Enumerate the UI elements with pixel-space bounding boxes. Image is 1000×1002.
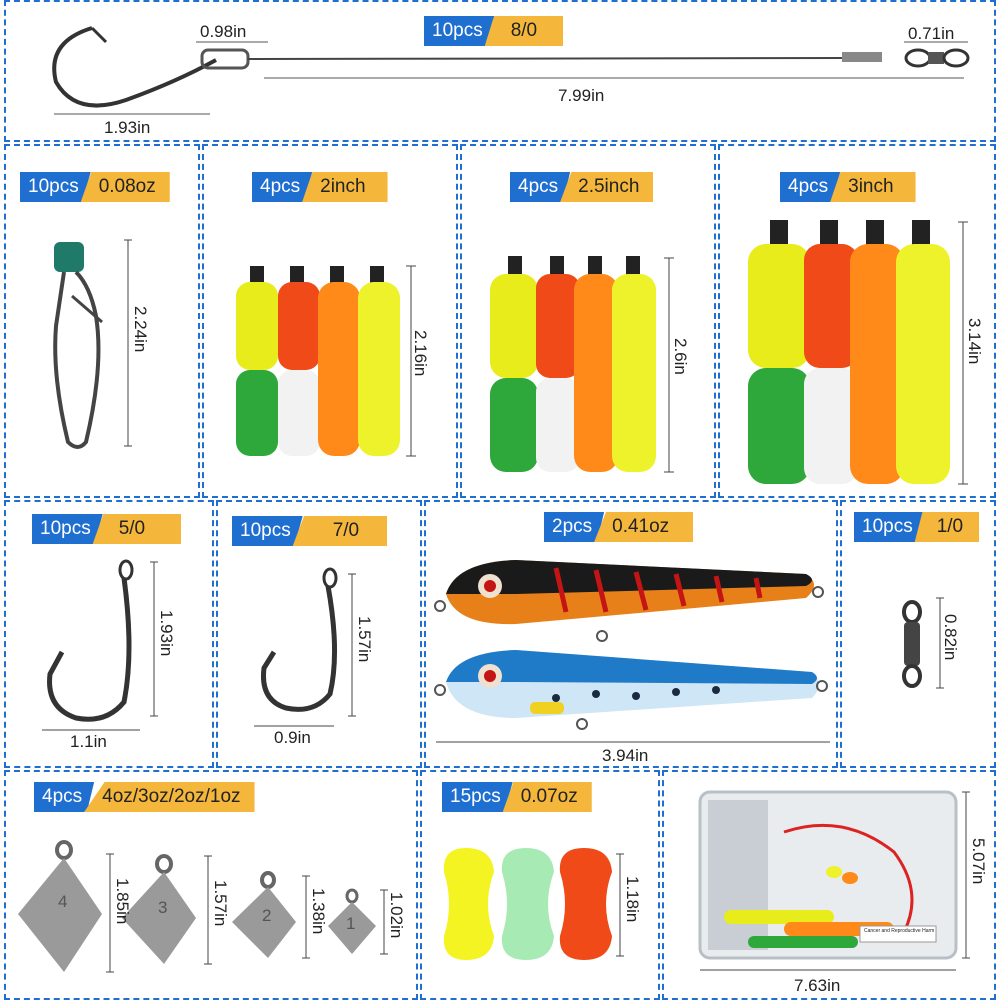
swivel-height-label: 0.82in: [941, 614, 960, 661]
swivel-panel: 10pcs 1/0 0.82in: [840, 500, 996, 768]
rig-length-label: 7.99in: [558, 86, 605, 105]
float-2inch-panel: 4pcs 2inch 2.16in: [202, 144, 458, 498]
quantity-label: 10pcs: [32, 514, 103, 544]
float-height-label: 3.14in: [965, 318, 984, 365]
float-3inch-illustration: [748, 220, 968, 485]
size-label: 5/0: [92, 514, 182, 544]
sinker-2oz-height-label: 1.38in: [309, 888, 328, 935]
quantity-label: 15pcs: [442, 782, 513, 812]
float-2inch-illustration: [236, 265, 416, 457]
sinker-number-2: 2: [262, 906, 272, 925]
sinker-1oz-height-label: 1.02in: [387, 892, 406, 939]
bead-illustration: [443, 848, 624, 960]
size-label: 0.41oz: [594, 512, 694, 542]
hook-height-label: 1.57in: [355, 616, 374, 663]
bead-badge: 15pcs 0.07oz: [442, 782, 592, 812]
hook-width-label: 1.1in: [70, 732, 107, 751]
size-label: 2.5inch: [560, 172, 654, 202]
size-label: 7/0: [292, 516, 388, 546]
quantity-label: 4pcs: [252, 172, 313, 202]
box-height-label: 5.07in: [969, 838, 988, 885]
lure-length-label: 3.94in: [602, 746, 649, 765]
quantity-label: 10pcs: [232, 516, 303, 546]
lure-panel: 2pcs 0.41oz 3.94in: [424, 500, 838, 768]
size-label: 2inch: [302, 172, 388, 202]
hook-5-0-panel: 10pcs 5/0 1.93in 1.1in: [4, 500, 214, 768]
snap-length-label: 0.98in: [200, 22, 247, 41]
bead-panel: 15pcs 0.07oz 1.18in: [420, 770, 660, 1000]
size-label: 4oz/3oz/2oz/1oz: [84, 782, 255, 812]
sinker-number-1: 1: [346, 914, 356, 933]
float-2-5inch-panel: 4pcs 2.5inch 2.6in: [460, 144, 716, 498]
snap-badge: 10pcs 0.08oz: [20, 172, 170, 202]
rig-illustration: [52, 26, 970, 115]
float-3inch-panel: 4pcs 3inch 3.14in: [718, 144, 996, 498]
sinker-badge: 4pcs 4oz/3oz/2oz/1oz: [34, 782, 255, 812]
hook-5-0-illustration: [42, 559, 158, 731]
hook-width-label: 0.9in: [274, 728, 311, 747]
sinker-illustration: [18, 840, 388, 973]
lure-badge: 2pcs 0.41oz: [544, 512, 694, 542]
snap-illustration: [53, 239, 132, 449]
bead-height-label: 1.18in: [623, 876, 642, 923]
hook-badge: 10pcs 5/0: [32, 514, 182, 544]
size-label: 8/0: [484, 16, 564, 46]
hook-width-label: 1.93in: [104, 118, 151, 137]
size-label: 0.08oz: [80, 172, 170, 202]
snap-height-label: 2.24in: [131, 306, 150, 353]
float-badge: 4pcs 2.5inch: [510, 172, 654, 202]
float-height-label: 2.16in: [411, 330, 430, 377]
quantity-label: 4pcs: [780, 172, 841, 202]
quantity-label: 4pcs: [510, 172, 571, 202]
float-height-label: 2.6in: [671, 338, 690, 375]
quantity-label: 2pcs: [544, 512, 605, 542]
hook-7-0-panel: 10pcs 7/0 1.57in 0.9in: [216, 500, 422, 768]
sinker-4oz-height-label: 1.85in: [113, 878, 132, 925]
quantity-label: 10pcs: [20, 172, 91, 202]
hook-7-0-illustration: [254, 567, 356, 727]
hook-height-label: 1.93in: [157, 610, 176, 657]
swivel-illustration: [902, 597, 944, 689]
sinker-3oz-height-label: 1.57in: [211, 880, 230, 927]
size-label: 3inch: [830, 172, 916, 202]
quantity-label: 10pcs: [854, 512, 925, 542]
snap-panel: 10pcs 0.08oz 2.24in: [4, 144, 200, 498]
size-label: 0.07oz: [502, 782, 592, 812]
sinker-number-4: 4: [58, 892, 68, 911]
rig-badge: 10pcs 8/0: [424, 16, 564, 46]
swivel-badge: 10pcs 1/0: [854, 512, 980, 542]
sinker-panel: 4pcs 4oz/3oz/2oz/1oz 4 3 2 1 1.85in 1.57…: [4, 770, 418, 1000]
lure-illustration: [434, 560, 830, 743]
box-panel: Cancer and Reproductive Harm 5.07in 7.63…: [662, 770, 996, 1000]
float-badge: 4pcs 2inch: [252, 172, 388, 202]
tackle-box-illustration: [698, 790, 970, 971]
quantity-label: 4pcs: [34, 782, 95, 812]
sinker-number-3: 3: [158, 898, 168, 917]
box-warning-label: Cancer and Reproductive Harm: [864, 928, 935, 934]
float-badge: 4pcs 3inch: [780, 172, 916, 202]
hook-badge: 10pcs 7/0: [232, 516, 388, 546]
size-label: 1/0: [914, 512, 980, 542]
swivel-length-label: 0.71in: [908, 24, 955, 43]
rig-panel: 10pcs 8/0 0.98in 0.71in 1.93in 7.99in: [4, 0, 996, 142]
box-width-label: 7.63in: [794, 976, 841, 995]
quantity-label: 10pcs: [424, 16, 495, 46]
float-2-5inch-illustration: [490, 256, 674, 473]
